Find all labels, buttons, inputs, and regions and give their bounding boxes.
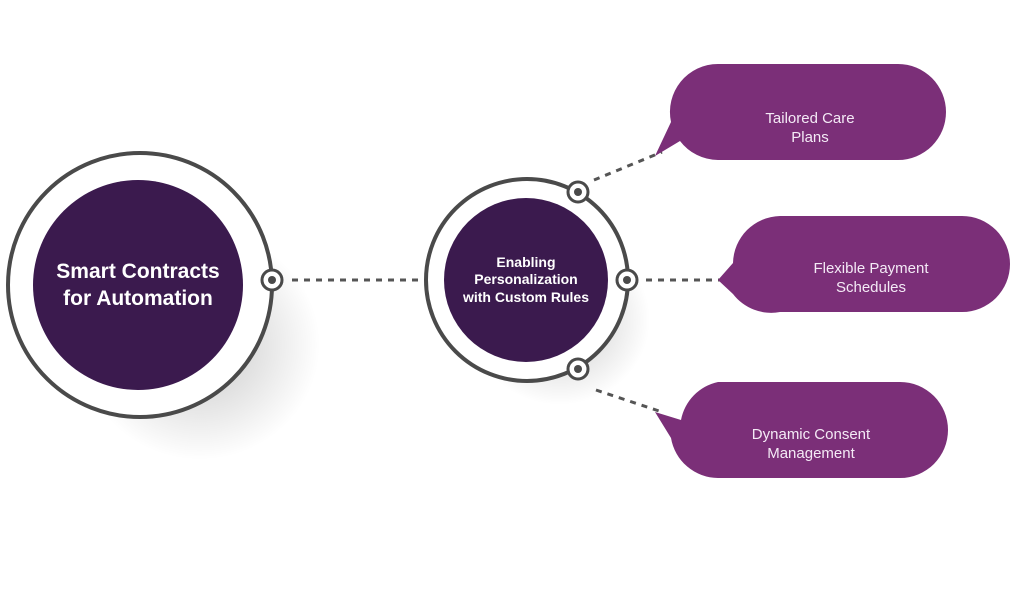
center-ring-dot-top-core [574,188,582,196]
speech-bubble-2 [718,216,1010,313]
center-to-bubble-3-connector [595,388,663,414]
center-node-disk [444,198,608,362]
center-ring-dot-bottom-core [574,365,582,373]
center-ring-dot-right-core [623,276,631,284]
center-to-bubble-1-connector [593,150,663,182]
speech-bubble-1 [655,63,946,160]
main-node-disk [33,180,243,390]
speech-bubble-3 [655,382,948,478]
main-node-connector-dot-core [268,276,276,284]
